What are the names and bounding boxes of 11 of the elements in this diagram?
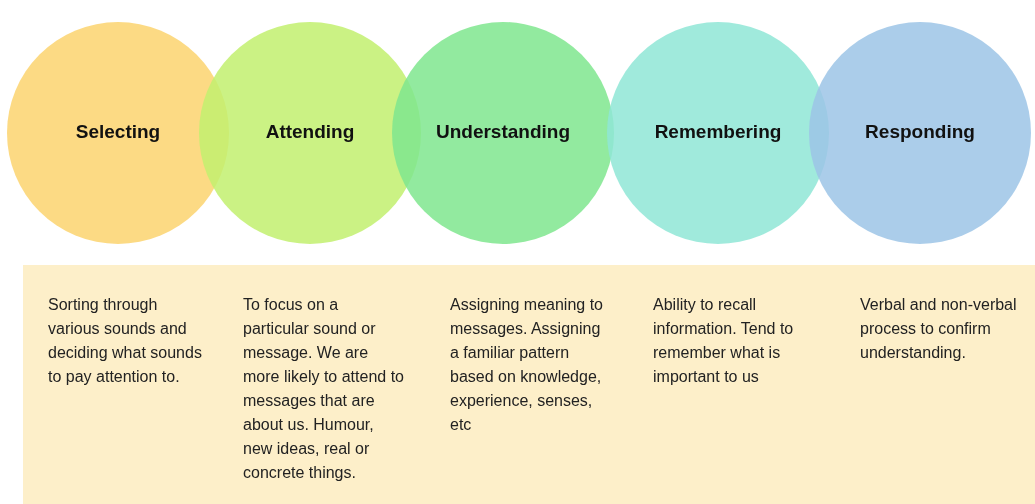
description-text: Ability to recall information. Tend to remember what is important to us (653, 295, 795, 387)
description-text: Verbal and non-verbal process to confirm understanding. (860, 295, 1018, 363)
stage-title: Selecting (74, 121, 162, 143)
stage-title: Attending (264, 121, 356, 143)
stage-title: Remembering (653, 121, 783, 143)
description-text: Sorting through various sounds and deciding what sounds to pay attention to. (48, 295, 203, 387)
stage-title: Responding (864, 121, 976, 143)
description-text: Assigning meaning to messages. Assigning a familiar pattern based on knowledge, experience, senses, etc (450, 295, 604, 435)
description-panel (23, 265, 1035, 504)
description-text: To focus on a particular sound or message. We are more likely to attend to messages that are about us. Humour, new ideas, real or concrete things. (243, 295, 405, 483)
stage-title: Understanding (434, 121, 572, 143)
